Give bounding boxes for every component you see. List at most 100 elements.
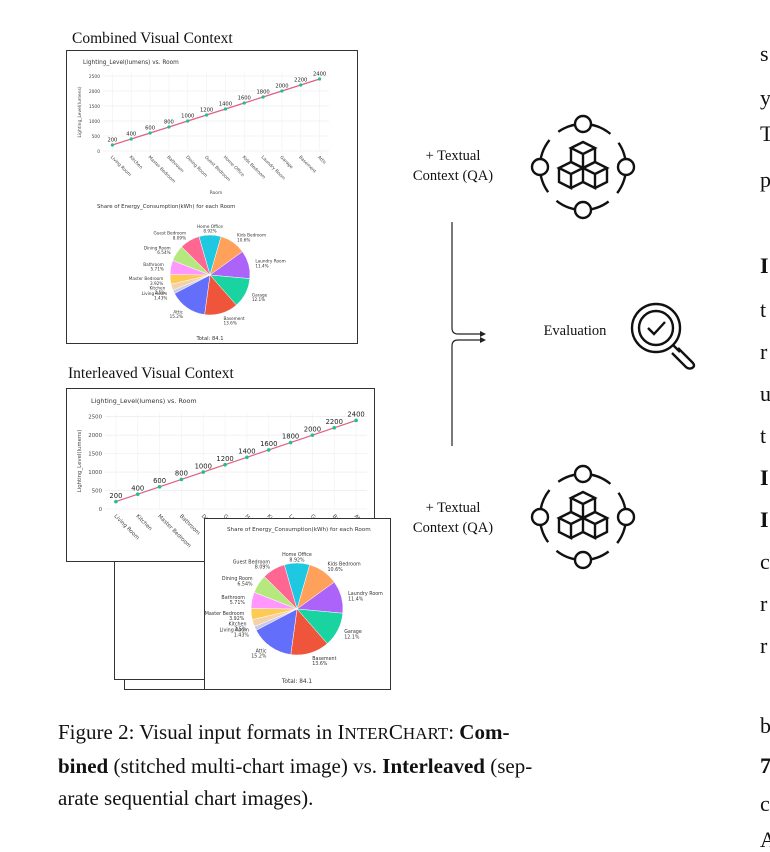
caption-name-hart: HART <box>402 724 449 743</box>
combined-pie-slice-pct: 2.5% <box>155 290 166 295</box>
interleaved-pie-slice-label: Kids Bedroom <box>327 562 361 568</box>
combined-line-x-tick-label: Basement <box>297 155 317 175</box>
interleaved-line-data-label: 2200 <box>326 418 343 426</box>
combined-pie-slice-pct: 10.6% <box>237 237 250 242</box>
interleaved-pie-total-label: Total: 84.1 <box>281 679 313 685</box>
caption-name-i: I <box>337 720 345 744</box>
textual-context-bottom-line1: + Textual <box>425 500 481 516</box>
right-fragment-10: I <box>760 507 769 532</box>
combined-line-point <box>148 131 152 135</box>
combined-pie-slice-pct: 5.71% <box>151 267 164 272</box>
combined-pie-slice-label: Attic <box>173 309 183 314</box>
combined-pie-slice-pct: 8.09% <box>173 235 186 240</box>
combined-pie-chart: Share of Energy_Consumption(kWh) for eac… <box>97 204 286 342</box>
interleaved-pie-slice-pct: 13.6% <box>312 661 328 667</box>
brace-connector <box>451 222 486 446</box>
interleaved-pie-slice-pct: 5.71% <box>230 600 246 606</box>
combined-pie-total-label: Total: 84.1 <box>195 336 223 342</box>
combined-line-series-line <box>112 78 320 146</box>
interleaved-line-data-label: 200 <box>109 492 122 500</box>
interleaved-line-data-label: 1400 <box>238 448 255 456</box>
combined-pie-slice-pct: 11.4% <box>255 263 268 268</box>
combined-pie-slice-pct: 8.92% <box>203 229 216 234</box>
model-blocks-icon-bottom <box>530 464 636 570</box>
combined-pie-slice-pct: 6.54% <box>157 250 170 255</box>
combined-line-data-label: 2200 <box>294 77 307 83</box>
right-fragment-16: c <box>760 791 770 816</box>
combined-line-data-label: 1600 <box>238 95 251 101</box>
combined-line-y-tick-label: 0 <box>97 149 100 155</box>
textual-context-bottom: + Textual Context (QA) <box>398 498 508 538</box>
interleaved-pie-slice-label: Living Room <box>219 627 249 633</box>
combined-line-data-label: 600 <box>145 125 155 131</box>
combined-pie-slice-label: Guest Bedroom <box>153 231 186 236</box>
right-fragment-7: u <box>760 381 770 406</box>
combined-pie-slice-label: Home Office <box>197 224 223 229</box>
interleaved-line-data-label: 2000 <box>304 425 321 433</box>
combined-pie-slice-label: Dining Room <box>144 245 171 250</box>
interleaved-line-data-label: 400 <box>131 484 144 492</box>
interleaved-line-series-line <box>115 419 357 503</box>
combined-line-point <box>167 125 171 129</box>
interleaved-line-point <box>288 440 293 445</box>
combined-line-data-label: 2400 <box>313 71 326 77</box>
evaluation-magnifier-check-icon <box>630 302 696 370</box>
interleaved-line-data-label: 800 <box>175 470 188 478</box>
right-fragment-11: c <box>760 549 770 574</box>
interleaved-pie-slice-pct: 8.09% <box>255 565 271 571</box>
combined-pie-slice-label: Garage <box>252 292 268 297</box>
brace-arrowhead-upper <box>480 331 486 337</box>
textual-context-bottom-line2: Context (QA) <box>412 520 494 536</box>
right-fragment-3: p <box>760 167 770 192</box>
combined-visual-context-label: Combined Visual Context <box>72 30 233 47</box>
interleaved-pie-title: Share of Energy_Consumption(kWh) for eac… <box>227 527 371 533</box>
right-fragment-8: t <box>760 423 767 448</box>
right-fragment-2: T <box>760 121 770 146</box>
interleaved-pie-slice <box>264 564 298 610</box>
caption-combined-desc: (stitched multi-chart image) vs. <box>108 754 383 778</box>
right-fragment-0: s <box>760 41 769 66</box>
combined-line-point <box>242 101 246 105</box>
interleaved-line-data-label: 1600 <box>260 440 277 448</box>
right-fragment-15: 7 <box>760 753 770 778</box>
combined-line-point <box>129 137 133 141</box>
combined-line-data-label: 800 <box>164 119 174 125</box>
right-fragment-6: r <box>760 339 768 364</box>
combined-line-data-label: 200 <box>107 137 117 143</box>
interleaved-pie-slice-pct: 12.1% <box>344 634 360 640</box>
interleaved-line-y-tick-label: 1000 <box>88 470 102 476</box>
interleaved-pie-slice-label: Guest Bedroom <box>233 559 271 565</box>
combined-line-y-tick-label: 1500 <box>89 104 100 110</box>
interleaved-pie-slice-pct: 3.92% <box>229 616 245 622</box>
combined-pie-slice-pct: 12.1% <box>252 297 265 302</box>
caption-interleaved-desc: (sep- <box>484 754 533 778</box>
interleaved-line-y-tick-label: 2000 <box>88 433 102 439</box>
interleaved-line-point <box>332 425 337 430</box>
combined-pie-slice-label: Kids Bedroom <box>237 233 266 238</box>
combined-line-x-axis-label: Room <box>210 190 223 196</box>
combined-line-chart: Lighting_Level(lumens) vs. Room050010001… <box>77 60 329 196</box>
interleaved-line-point <box>245 455 249 460</box>
combined-line-title: Lighting_Level(lumens) vs. Room <box>83 60 179 66</box>
right-fragment-5: t <box>760 297 767 322</box>
figure-caption: Figure 2: Visual input formats in INTERC… <box>58 716 718 814</box>
combined-line-data-label: 1200 <box>200 107 213 113</box>
interleaved-line-point <box>223 462 227 467</box>
combined-line-data-label: 1800 <box>256 89 269 95</box>
caption-interleaved-bold: Interleaved <box>382 754 485 778</box>
interleaved-line-data-label: 1000 <box>195 462 212 470</box>
interleaved-line-data-label: 1200 <box>216 455 233 463</box>
combined-line-y-tick-label: 500 <box>92 134 101 140</box>
right-fragment-14: b <box>760 713 770 738</box>
textual-context-top-line1: + Textual <box>425 148 481 164</box>
combined-pie-slice-label: Living Room <box>142 291 168 296</box>
combined-line-y-tick-label: 2500 <box>89 74 100 80</box>
brace-connector-path <box>451 222 480 446</box>
interleaved-line-y-tick-label: 1500 <box>88 452 102 458</box>
interleaved-line-y-tick-label: 500 <box>92 489 103 495</box>
interleaved-line-data-label: 600 <box>153 477 166 485</box>
interleaved-pie-slice-label: Home Office <box>282 552 312 558</box>
combined-line-point <box>110 143 115 147</box>
interleaved-visual-context-label: Interleaved Visual Context <box>68 365 234 382</box>
caption-colon: : <box>448 720 460 744</box>
